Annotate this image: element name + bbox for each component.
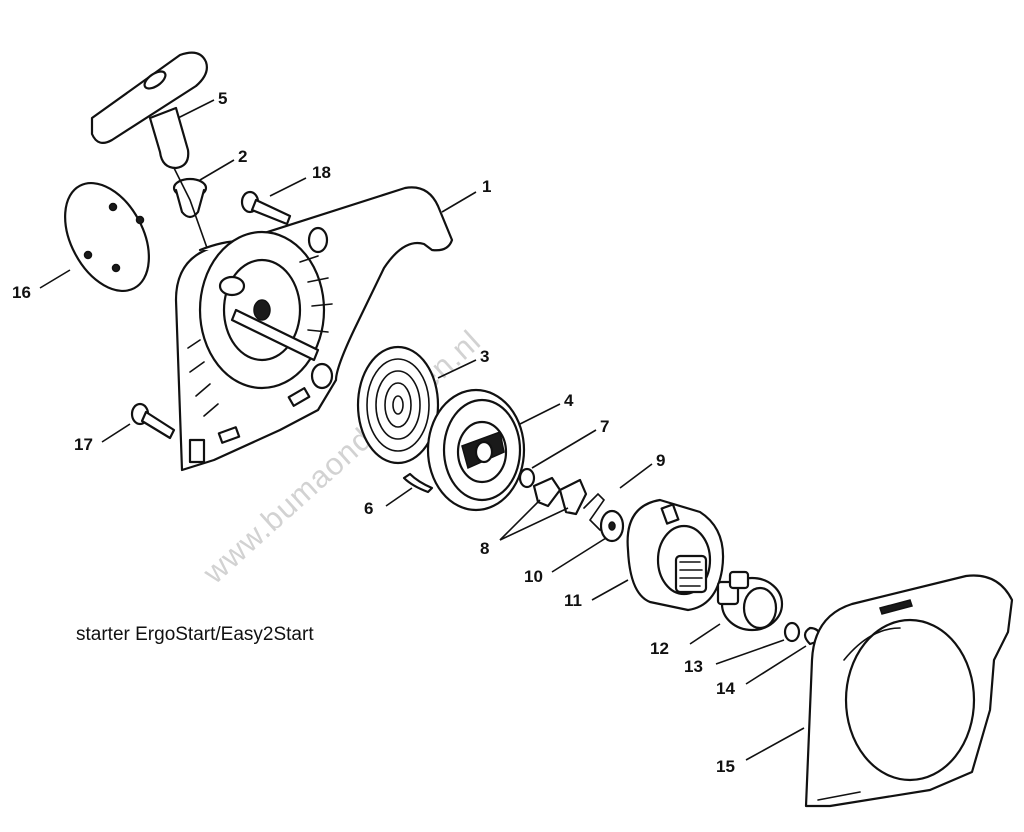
callout-7: 7 — [600, 417, 609, 436]
callout-15: 15 — [716, 757, 735, 776]
leader-lines — [39, 99, 807, 761]
callout-4: 4 — [564, 391, 574, 410]
starter-grip-part — [90, 51, 208, 170]
spring-housing-part — [626, 498, 725, 612]
callout-11: 11 — [564, 591, 582, 610]
callout-17: 17 — [74, 435, 93, 454]
callout-8: 8 — [480, 539, 489, 558]
starter-housing-part — [174, 186, 454, 472]
callout-1: 1 — [482, 177, 491, 196]
washer-7-part — [518, 467, 536, 489]
callout-5: 5 — [218, 89, 227, 108]
callout-13: 13 — [684, 657, 703, 676]
callout-2: 2 — [238, 147, 247, 166]
washer-13-part — [783, 621, 801, 643]
callout-14: 14 — [716, 679, 735, 698]
callout-18: 18 — [312, 163, 331, 182]
screw-17-part — [130, 402, 176, 440]
callout-12: 12 — [650, 639, 669, 658]
rope-guide-bush-part — [172, 177, 208, 219]
diagram-caption: starter ErgoStart/Easy2Start — [76, 624, 314, 645]
callout-6: 6 — [364, 499, 373, 518]
spring-clip-part — [583, 492, 606, 531]
callout-3: 3 — [480, 347, 489, 366]
pawls-part — [532, 476, 588, 516]
screw-18-part — [240, 190, 292, 226]
rewind-spring-part — [356, 345, 440, 465]
washer-10-part — [599, 509, 625, 543]
cover-plate-part — [64, 181, 150, 293]
callout-16: 16 — [12, 283, 31, 302]
callout-10: 10 — [524, 567, 543, 586]
starter-rope-upper — [173, 167, 213, 263]
rope-rotor-part — [426, 388, 526, 512]
callout-9: 9 — [656, 451, 665, 470]
fan-cover-part — [804, 574, 1014, 808]
starter-rope-part — [402, 472, 434, 494]
carrier-part — [716, 570, 784, 632]
